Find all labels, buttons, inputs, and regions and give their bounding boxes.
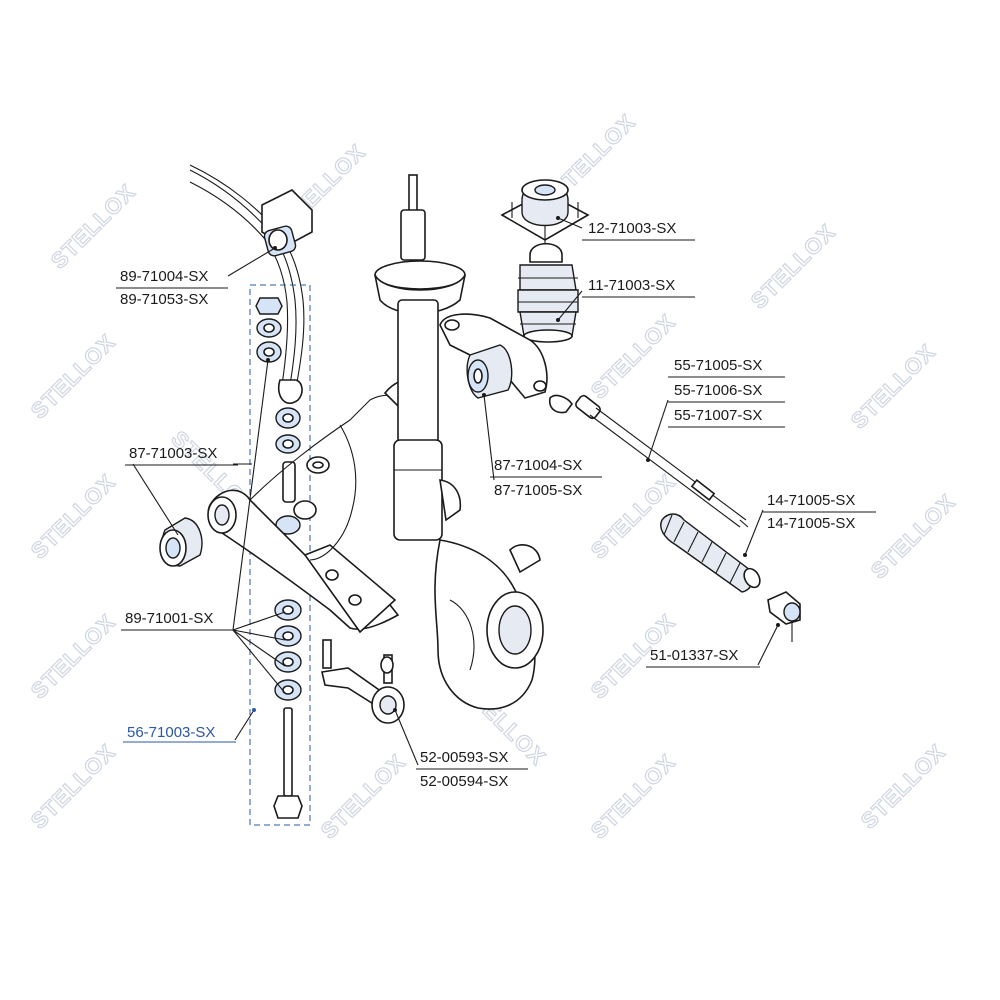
callout-51-01337[interactable]: 51-01337-SX xyxy=(646,647,760,668)
part-number-label: 87-71005-SX xyxy=(494,482,582,499)
leader-line xyxy=(483,394,495,481)
part-number-label: 52-00594-SX xyxy=(420,773,508,790)
watermark: STELLOX xyxy=(856,739,950,833)
leader-line xyxy=(557,217,583,229)
stabilizer-bushing xyxy=(261,189,313,257)
part-number-label: 55-71005-SX xyxy=(674,357,762,374)
callout-11-71003[interactable]: 11-71003-SX xyxy=(582,277,695,298)
callout-87-71004[interactable]: 87-71004-SX 87-71005-SX xyxy=(490,457,602,499)
leader-line xyxy=(232,629,286,667)
leader-line xyxy=(232,629,286,641)
strut-dust-boot xyxy=(517,242,579,343)
part-number-label: 89-71004-SX xyxy=(120,268,208,285)
leader-dot xyxy=(556,318,560,322)
part-number-label: 56-71003-SX xyxy=(127,724,215,741)
leader-line xyxy=(557,290,583,321)
leader-dot xyxy=(482,393,486,397)
part-number-label: 12-71003-SX xyxy=(588,220,676,237)
part-number-label: 52-00593-SX xyxy=(420,749,508,766)
leader-line xyxy=(394,709,419,766)
callout-12-71003[interactable]: 12-71003-SX xyxy=(582,220,695,241)
leader-lines xyxy=(132,216,780,766)
leader-dot xyxy=(393,708,397,712)
leader-line xyxy=(232,359,269,631)
callout-55-71005[interactable]: 55-71005-SX 55-71006-SX 55-71007-SX xyxy=(668,357,785,428)
leader-dot xyxy=(556,216,560,220)
watermark: STELLOX xyxy=(746,219,840,313)
leader-dot xyxy=(743,553,747,557)
leader-dot xyxy=(646,458,650,462)
watermark: STELLOX xyxy=(26,609,120,703)
watermark: STELLOX xyxy=(46,179,140,273)
watermark: STELLOX xyxy=(26,739,120,833)
steering-knuckle xyxy=(434,539,544,710)
subframe-bushing xyxy=(439,313,548,399)
leader-line xyxy=(232,629,286,694)
watermark: STELLOX xyxy=(866,489,960,583)
leader-line xyxy=(232,611,286,631)
leader-line xyxy=(234,709,255,741)
ball-joint xyxy=(321,639,405,724)
part-number-label: 55-71007-SX xyxy=(674,407,762,424)
callout-56-71003[interactable]: 56-71003-SX xyxy=(123,724,236,743)
watermark: STELLOX xyxy=(586,749,680,843)
leader-dot xyxy=(266,358,270,362)
part-number-label: 14-71005-SX xyxy=(767,492,855,509)
leader-line xyxy=(132,463,179,536)
watermark: STELLOX xyxy=(586,309,680,403)
part-number-label: 89-71001-SX xyxy=(125,610,213,627)
leader-line xyxy=(744,509,764,556)
stabilizer-bar xyxy=(189,164,305,404)
callout-89-71001[interactable]: 89-71001-SX xyxy=(121,610,235,631)
watermark: STELLOX xyxy=(846,339,940,433)
part-number-label: 89-71053-SX xyxy=(120,291,208,308)
strut-top-mount xyxy=(500,179,590,244)
stabilizer-link-kit xyxy=(255,297,330,819)
callout-87-71003[interactable]: 87-71003-SX xyxy=(125,445,238,466)
part-number-label: 55-71006-SX xyxy=(674,382,762,399)
callout-89-71004[interactable]: 89-71004-SX 89-71053-SX xyxy=(116,268,228,308)
callout-14-71005[interactable]: 14-71005-SX 14-71005-SX xyxy=(763,492,876,532)
part-number-label: 87-71004-SX xyxy=(494,457,582,474)
part-number-label: 51-01337-SX xyxy=(650,647,738,664)
parts-layer xyxy=(159,164,801,826)
leader-line xyxy=(757,624,779,666)
watermark: STELLOX xyxy=(316,749,410,843)
tie-rod-end xyxy=(767,591,801,642)
leader-dot xyxy=(273,246,277,250)
tie-rod xyxy=(548,394,749,528)
watermark: STELLOX xyxy=(26,469,120,563)
leader-line xyxy=(227,247,276,277)
steering-rack-boot xyxy=(660,513,761,593)
part-number-label: 87-71003-SX xyxy=(129,445,217,462)
part-number-label: 11-71003-SX xyxy=(588,277,675,294)
shock-absorber-strut xyxy=(374,174,466,541)
leader-line xyxy=(647,399,669,461)
leader-dot xyxy=(776,623,780,627)
leader-dot xyxy=(252,708,256,712)
part-number-label: 14-71005-SX xyxy=(767,515,855,532)
watermark: STELLOX xyxy=(26,329,120,423)
callout-52-00593[interactable]: 52-00593-SX 52-00594-SX xyxy=(416,749,528,790)
callout-labels: 12-71003-SX 11-71003-SX 55-71005-SX 55-7… xyxy=(116,220,876,790)
arm-bushing xyxy=(159,517,203,567)
